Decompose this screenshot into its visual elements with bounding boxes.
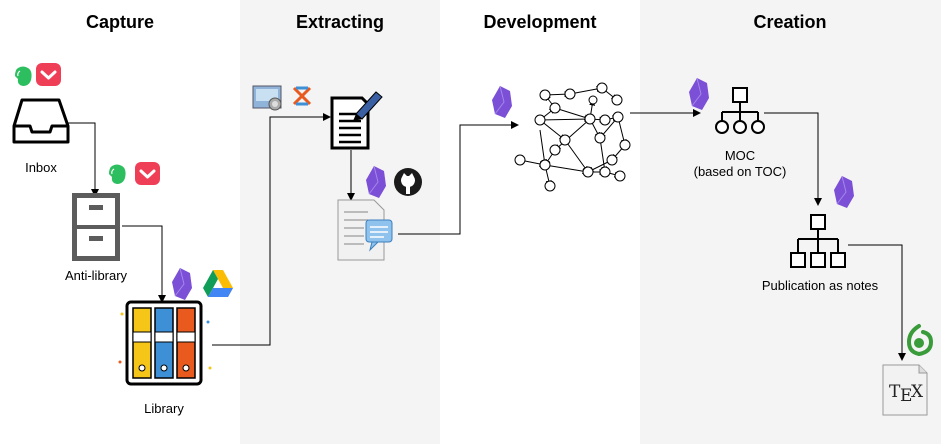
- library-binders-icon: [118, 300, 212, 386]
- obsidian-icon: [366, 165, 386, 198]
- evernote-icon: [109, 164, 126, 184]
- connector-moc-to-publication: [764, 112, 822, 206]
- inbox-label: Inbox: [25, 160, 57, 175]
- hierarchy-icon: [715, 87, 765, 134]
- column-title-capture: Capture: [85, 12, 154, 32]
- tex-icon: T E X: [882, 364, 928, 416]
- pocket-icon: [36, 63, 61, 86]
- network-graph-icon: [514, 82, 631, 192]
- svg-text:X: X: [911, 382, 924, 402]
- connector-antilibrary-to-library: [122, 225, 166, 303]
- filing-cabinet-icon: [72, 193, 120, 261]
- inbox-tray-icon: [12, 98, 70, 144]
- column-title-creation: Creation: [753, 12, 827, 32]
- column-title-development: Development: [483, 12, 597, 32]
- svg-text:T: T: [889, 382, 901, 402]
- library-label: Library: [144, 401, 184, 416]
- notes-document-icon: [337, 199, 393, 261]
- anti-library-label: Anti-library: [64, 268, 128, 283]
- moc-label: MOC: [724, 148, 756, 163]
- connector-library-to-extracting: [212, 113, 331, 346]
- connector-publication-to-tex: [848, 244, 906, 361]
- document-pen-icon: [330, 91, 383, 150]
- connector-notes-to-graph: [398, 121, 519, 235]
- flow-connectors: [68, 109, 906, 361]
- github-icon: [394, 168, 422, 196]
- moc-sublabel: (based on TOC): [693, 164, 787, 179]
- svg-text:E: E: [900, 386, 912, 406]
- column-title-extracting: Extracting: [295, 12, 385, 32]
- zotero-icon: [292, 86, 312, 106]
- connector-inbox-to-antilibrary: [68, 122, 99, 197]
- obsidian-icon: [492, 85, 512, 118]
- evernote-icon: [15, 66, 32, 86]
- google-drive-icon: [203, 270, 233, 297]
- preview-app-icon: [252, 85, 282, 111]
- hierarchy-icon: [790, 214, 846, 268]
- obsidian-icon: [172, 267, 192, 300]
- overleaf-icon: [906, 324, 934, 357]
- obsidian-icon: [689, 77, 709, 110]
- pocket-icon: [135, 162, 160, 185]
- publication-label: Publication as notes: [761, 278, 879, 293]
- obsidian-icon: [834, 175, 854, 208]
